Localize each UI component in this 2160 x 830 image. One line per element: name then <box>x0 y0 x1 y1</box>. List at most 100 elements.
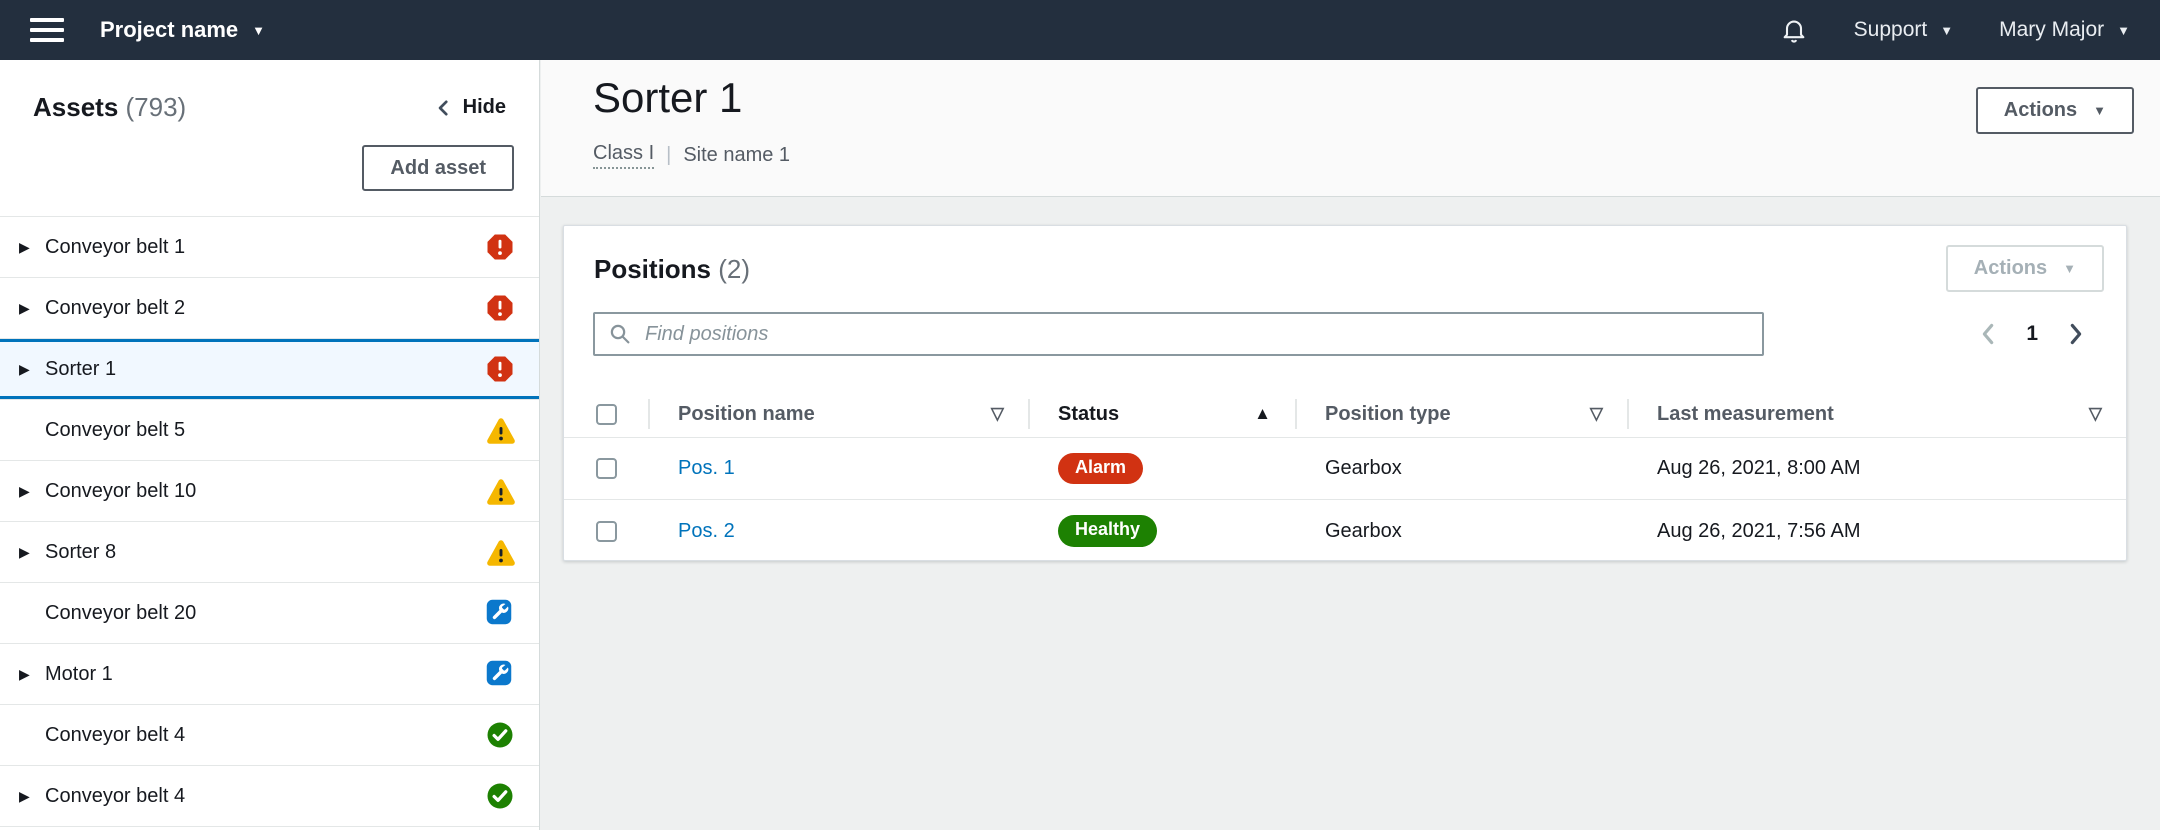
asset-list-item[interactable]: ▶ Conveyor belt 1 <box>0 217 539 278</box>
healthy-check-icon <box>487 722 513 748</box>
positions-actions-button[interactable]: Actions ▼ <box>1945 245 2104 292</box>
row-checkbox[interactable] <box>595 520 617 542</box>
sort-icon[interactable]: ▽ <box>1589 404 1603 423</box>
row-checkbox[interactable] <box>595 458 617 479</box>
asset-list-item[interactable]: ▶ Sorter 8 <box>0 522 539 583</box>
asset-list-item[interactable]: Conveyor belt 4 <box>0 705 539 766</box>
last-measurement-value: Aug 26, 2021, 7:56 AM <box>1657 519 1861 542</box>
support-menu[interactable]: Support ▼ <box>1854 18 1953 42</box>
positions-title: Positions <box>594 254 712 284</box>
asset-list-item[interactable]: ▶ Conveyor belt 4 <box>0 766 539 827</box>
asset-name: Motor 1 <box>45 662 113 685</box>
chevron-down-icon: ▼ <box>2063 261 2076 276</box>
project-menu[interactable]: Project name ▼ <box>100 17 265 43</box>
table-header-row: Position name ▽ Status ▲ Position type ▽… <box>564 391 2126 438</box>
asset-name: Conveyor belt 20 <box>45 601 197 624</box>
site-name-label: Site name 1 <box>683 144 791 166</box>
asset-list-item[interactable]: ▶ Sorter 1 <box>0 339 539 400</box>
sort-icon[interactable]: ▲ <box>1254 404 1271 423</box>
expand-arrow-icon[interactable]: ▶ <box>19 543 30 560</box>
asset-name: Conveyor belt 2 <box>45 296 186 319</box>
expand-arrow-icon[interactable]: ▶ <box>19 482 30 499</box>
healthy-status-icon <box>485 720 515 750</box>
expand-arrow-icon[interactable]: ▶ <box>19 238 30 255</box>
alarm-icon <box>487 356 513 382</box>
chevron-down-icon: ▼ <box>2093 103 2106 118</box>
hide-sidebar-button[interactable]: Hide <box>435 96 506 119</box>
position-name-link[interactable]: Pos. 2 <box>678 519 735 542</box>
warning-icon <box>487 479 515 505</box>
alarm-status-icon <box>485 293 515 323</box>
asset-list-item[interactable]: Conveyor belt 20 <box>0 583 539 644</box>
notifications-bell-icon[interactable] <box>1780 16 1808 44</box>
subtitle-separator: | <box>666 144 672 166</box>
asset-name: Sorter 1 <box>45 357 117 380</box>
maintenance-status-icon <box>485 659 515 689</box>
positions-panel: Positions (2) Actions ▼ 1 <box>563 225 2127 561</box>
chevron-down-icon: ▼ <box>252 22 266 38</box>
column-header-position-name[interactable]: Position name ▽ <box>648 391 1028 437</box>
maintenance-wrench-icon <box>486 599 512 625</box>
table-header-checkbox-cell <box>564 391 648 437</box>
assets-count: (793) <box>125 92 187 122</box>
search-icon <box>610 324 630 344</box>
add-asset-button[interactable]: Add asset <box>362 145 514 191</box>
alarm-icon <box>487 234 513 260</box>
chevron-left-icon <box>438 99 448 116</box>
sort-icon[interactable]: ▽ <box>2088 404 2102 423</box>
page-subtitle: Class I | Site name 1 <box>593 142 790 169</box>
warning-status-icon <box>485 537 515 567</box>
next-page-button[interactable] <box>2068 323 2084 345</box>
positions-heading: Positions (2) <box>594 254 750 285</box>
position-row: Pos. 1 Alarm Gearbox Aug 26, 2021, 8:00 … <box>564 438 2126 500</box>
expand-arrow-icon[interactable]: ▶ <box>19 787 30 804</box>
warning-status-icon <box>485 476 515 506</box>
expand-arrow-icon[interactable]: ▶ <box>19 299 30 316</box>
healthy-check-icon <box>487 783 513 809</box>
maintenance-status-icon <box>485 598 515 628</box>
asset-list-item[interactable]: ▶ Motor 1 <box>0 644 539 705</box>
warning-icon <box>487 418 515 444</box>
hamburger-menu-icon[interactable] <box>30 18 64 42</box>
sort-icon[interactable]: ▽ <box>990 404 1004 423</box>
asset-name: Conveyor belt 4 <box>45 723 186 746</box>
user-menu[interactable]: Mary Major ▼ <box>1999 18 2130 42</box>
warning-icon <box>487 540 515 566</box>
assets-sidebar: Assets (793) Hide Add asset ▶ Conveyor b… <box>0 60 540 830</box>
page-actions-button[interactable]: Actions ▼ <box>1975 87 2134 134</box>
assets-title: Assets <box>33 92 119 122</box>
expand-arrow-icon[interactable]: ▶ <box>19 665 30 682</box>
asset-class-link[interactable]: Class I <box>593 142 655 169</box>
positions-count: (2) <box>718 254 751 284</box>
alarm-status-icon <box>485 354 515 384</box>
actions-label: Actions <box>1973 257 2048 279</box>
asset-list-item[interactable]: Conveyor belt 5 <box>0 400 539 461</box>
asset-list-item[interactable]: ▶ Conveyor belt 10 <box>0 461 539 522</box>
asset-name: Conveyor belt 4 <box>45 784 186 807</box>
table-body: Pos. 1 Alarm Gearbox Aug 26, 2021, 8:00 … <box>564 438 2126 562</box>
column-header-last-measurement[interactable]: Last measurement ▽ <box>1627 391 2126 437</box>
alarm-icon <box>487 295 513 321</box>
maintenance-wrench-icon <box>486 660 512 686</box>
position-name-link[interactable]: Pos. 1 <box>678 457 735 479</box>
column-header-position-type[interactable]: Position type ▽ <box>1295 391 1627 437</box>
status-badge: Alarm <box>1058 452 1144 485</box>
select-all-checkbox[interactable] <box>595 403 617 425</box>
previous-page-button[interactable] <box>1980 323 1996 345</box>
expand-arrow-icon[interactable]: ▶ <box>19 360 30 377</box>
column-header-status[interactable]: Status ▲ <box>1028 391 1295 437</box>
current-page-number[interactable]: 1 <box>2026 322 2038 345</box>
page-title: Sorter 1 <box>593 74 743 121</box>
page-header: Sorter 1 Class I | Site name 1 Actions ▼ <box>541 60 2160 197</box>
find-positions-input[interactable] <box>643 321 1748 347</box>
project-name-label: Project name <box>100 17 239 42</box>
top-navigation-bar: Project name ▼ Support ▼ Mary Major ▼ <box>0 0 2160 60</box>
asset-list-item[interactable]: ▶ Conveyor belt 2 <box>0 278 539 339</box>
asset-name: Conveyor belt 5 <box>45 418 186 441</box>
support-label: Support <box>1853 18 1928 41</box>
positions-search <box>593 312 1764 356</box>
hide-label: Hide <box>462 96 506 118</box>
asset-name: Conveyor belt 1 <box>45 235 186 258</box>
position-type-value: Gearbox <box>1325 457 1402 479</box>
position-row: Pos. 2 Healthy Gearbox Aug 26, 2021, 7:5… <box>564 500 2126 562</box>
